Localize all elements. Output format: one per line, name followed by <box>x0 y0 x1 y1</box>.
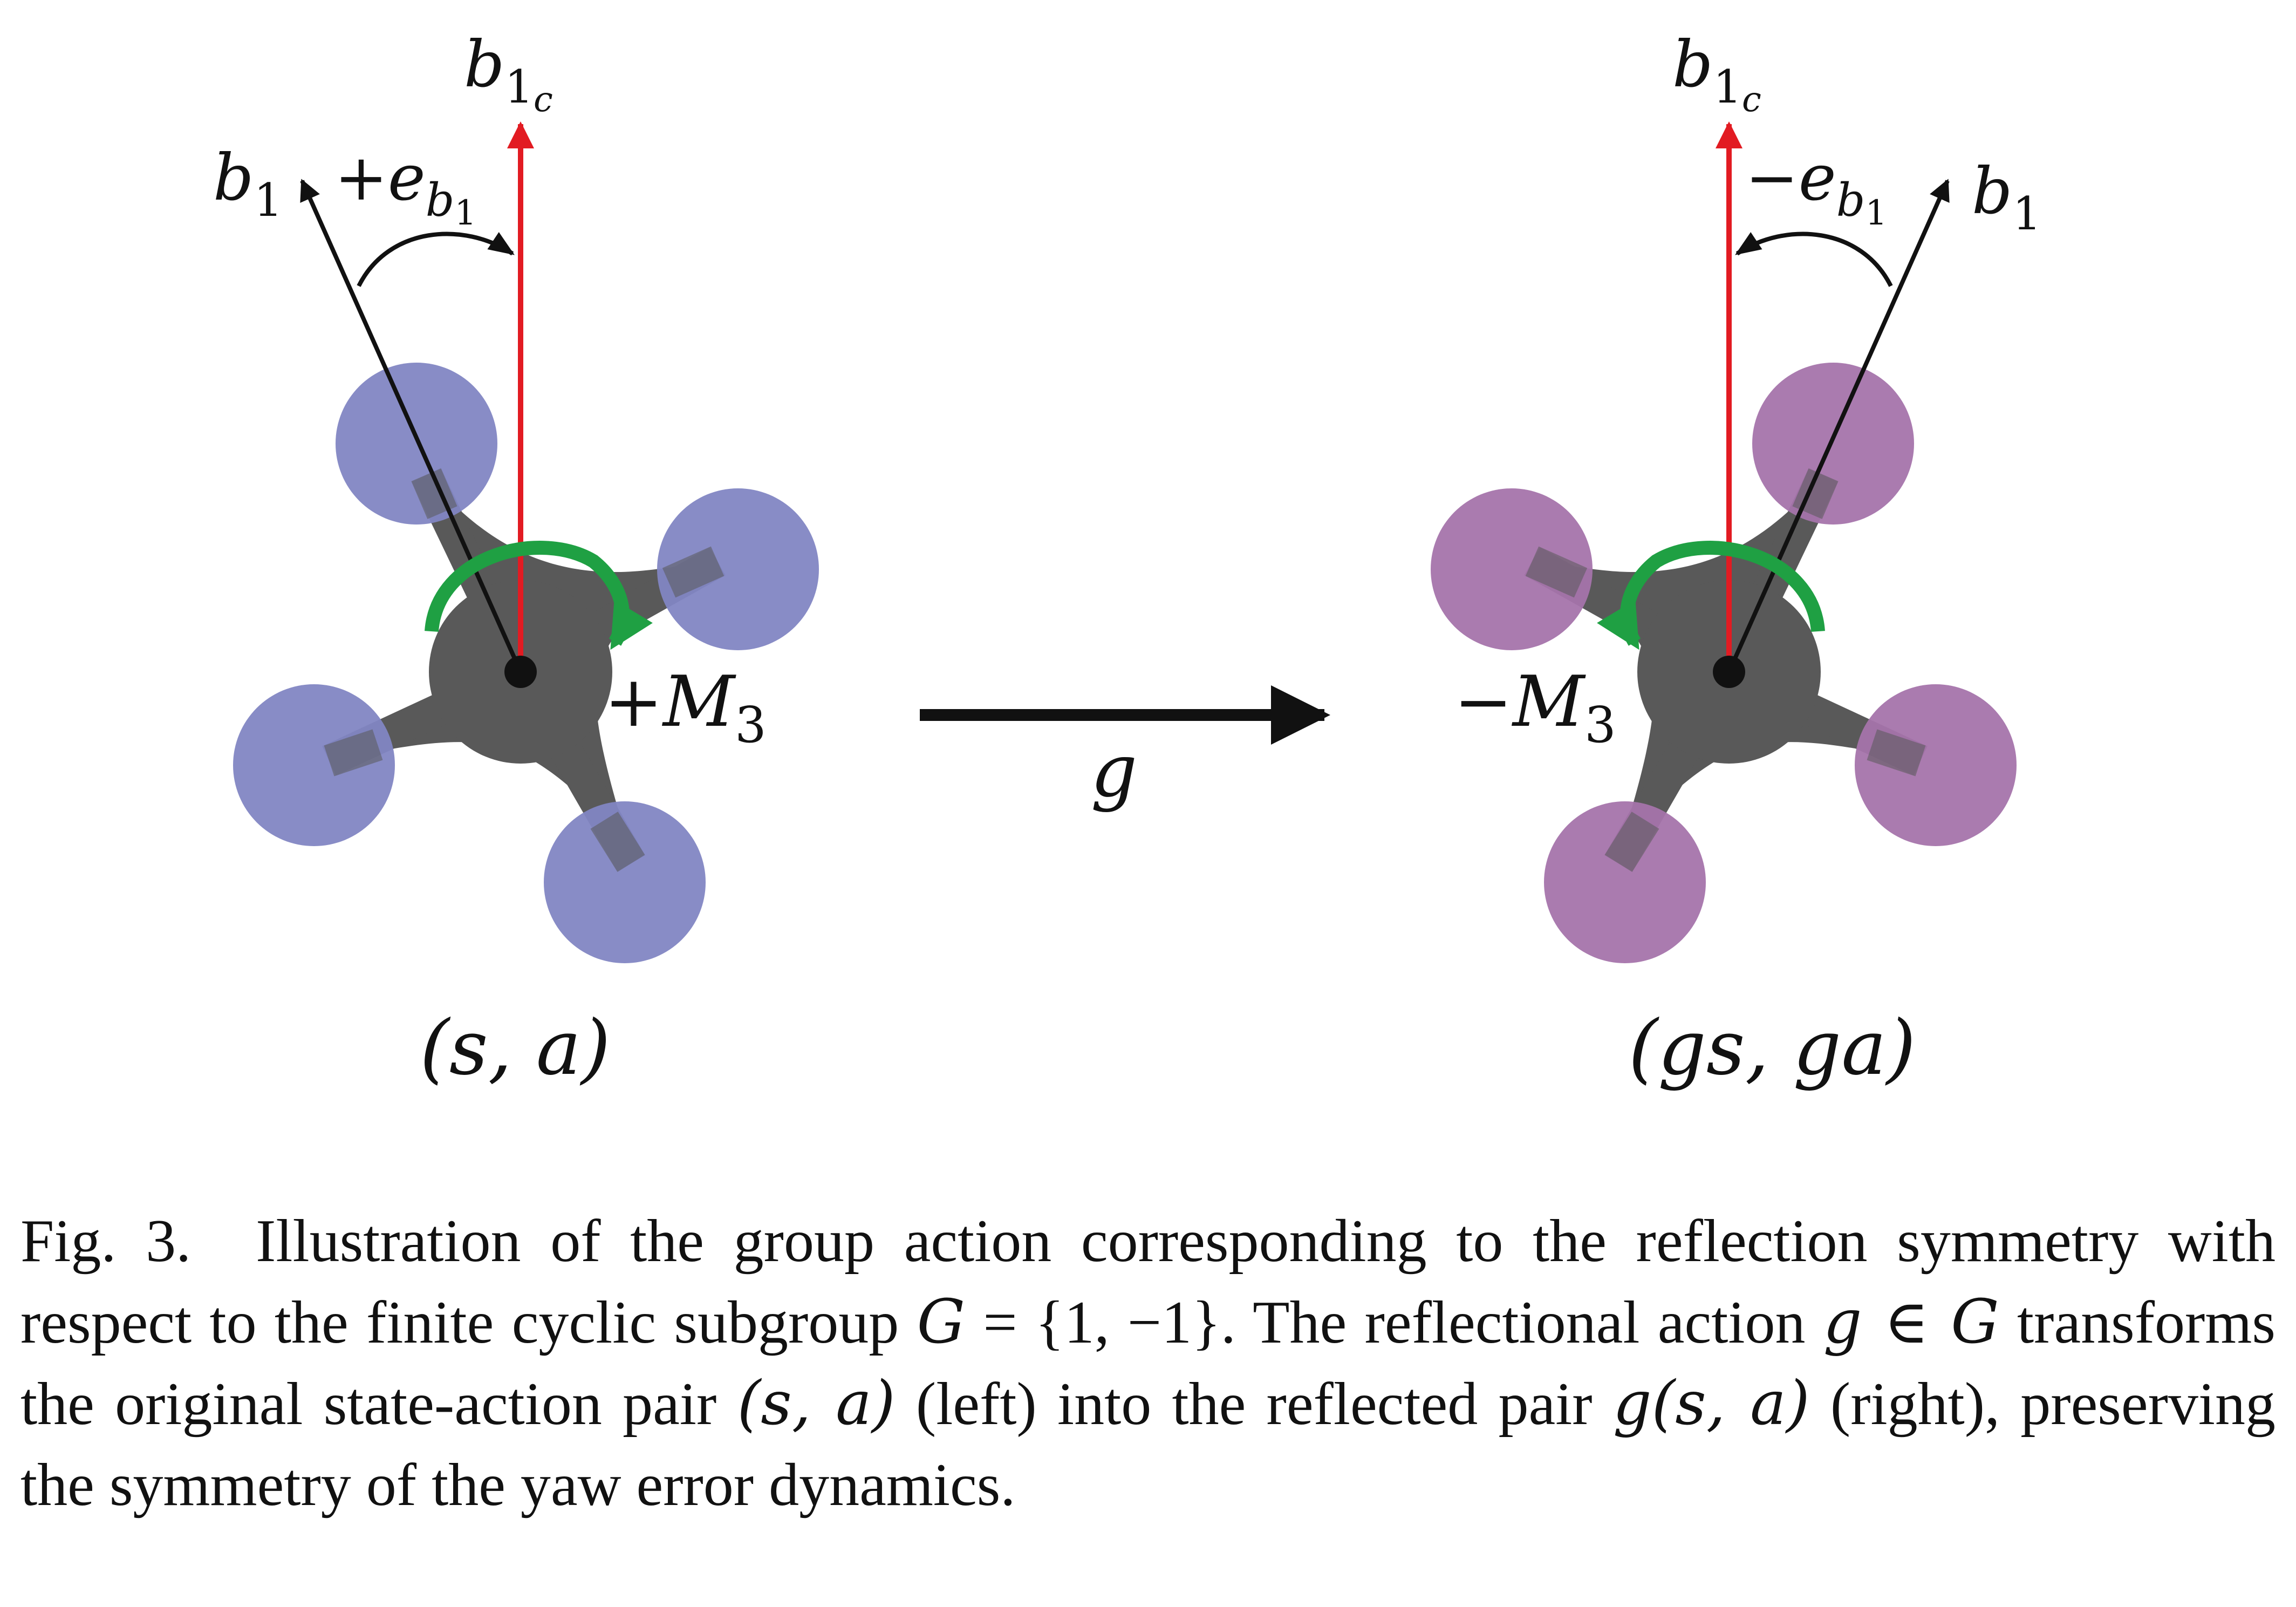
left-panel: b1c b1 +eb1 +M3 (s, a) <box>213 27 819 1092</box>
body-axis-arrow <box>300 179 523 673</box>
caption-text: Illustration of the group action corresp… <box>20 1208 2276 1356</box>
caption-text: . The reflectional action <box>1220 1289 1823 1356</box>
yaw-error-arc <box>1735 231 1893 287</box>
figure-illustration: b1c b1 +eb1 +M3 (s, a) g b1c −eb1 b1 −M3… <box>213 27 2041 1092</box>
caption-pair-expr: (s, a) <box>737 1368 896 1439</box>
transform-label: g <box>1091 728 1137 813</box>
state-action-pair-label: (s, a) <box>420 1004 611 1092</box>
yaw-error-label: +eb1 <box>334 140 476 233</box>
caption-text: (left) into the reflected pair <box>895 1371 1613 1438</box>
rotor-rear-right <box>1855 684 2017 846</box>
rotor-front-right <box>657 488 819 650</box>
right-panel: b1c −eb1 b1 −M3 (gs, ga) <box>1431 27 2041 1092</box>
caption-label: Fig. 3. <box>20 1208 192 1275</box>
command-axis-label: b1c <box>464 27 553 120</box>
body-axis-label: b1 <box>213 140 283 227</box>
caption-text: (right), preserving the symmetry of the … <box>20 1371 2276 1519</box>
moment-arc <box>1597 541 1825 650</box>
body-axis-arrow <box>1727 179 1950 673</box>
command-axis-label: b1c <box>1672 27 1761 120</box>
caption-group-symbol: G <box>917 1287 966 1357</box>
rotor-rear-left <box>1544 801 1706 963</box>
rotor-front-left <box>1431 488 1593 650</box>
caption-action-expr: g ∈ G <box>1823 1287 1999 1357</box>
caption-reflected-expr: g(s, a) <box>1612 1368 1810 1439</box>
moment-label: +M3 <box>604 660 767 754</box>
moment-label: −M3 <box>1454 660 1616 754</box>
caption-text: transforms the original state-action pai… <box>20 1289 2276 1438</box>
rotor-front-right <box>1752 363 1914 525</box>
reflected-pair-label: (gs, ga) <box>1629 1004 1916 1092</box>
rotor-front-left <box>336 363 497 525</box>
rotor-rear-right <box>544 801 706 963</box>
center-of-mass <box>1713 656 1745 688</box>
body-axis-label: b1 <box>1972 154 2041 240</box>
figure-caption: Fig. 3.Illustration of the group action … <box>20 1201 2276 1526</box>
caption-group-eq: = {1, −1} <box>965 1289 1221 1356</box>
center-of-mass <box>504 656 537 688</box>
rotor-rear-left <box>233 684 395 846</box>
moment-arc <box>425 541 653 650</box>
yaw-error-arc <box>357 231 515 287</box>
yaw-error-label: −eb1 <box>1745 140 1887 233</box>
